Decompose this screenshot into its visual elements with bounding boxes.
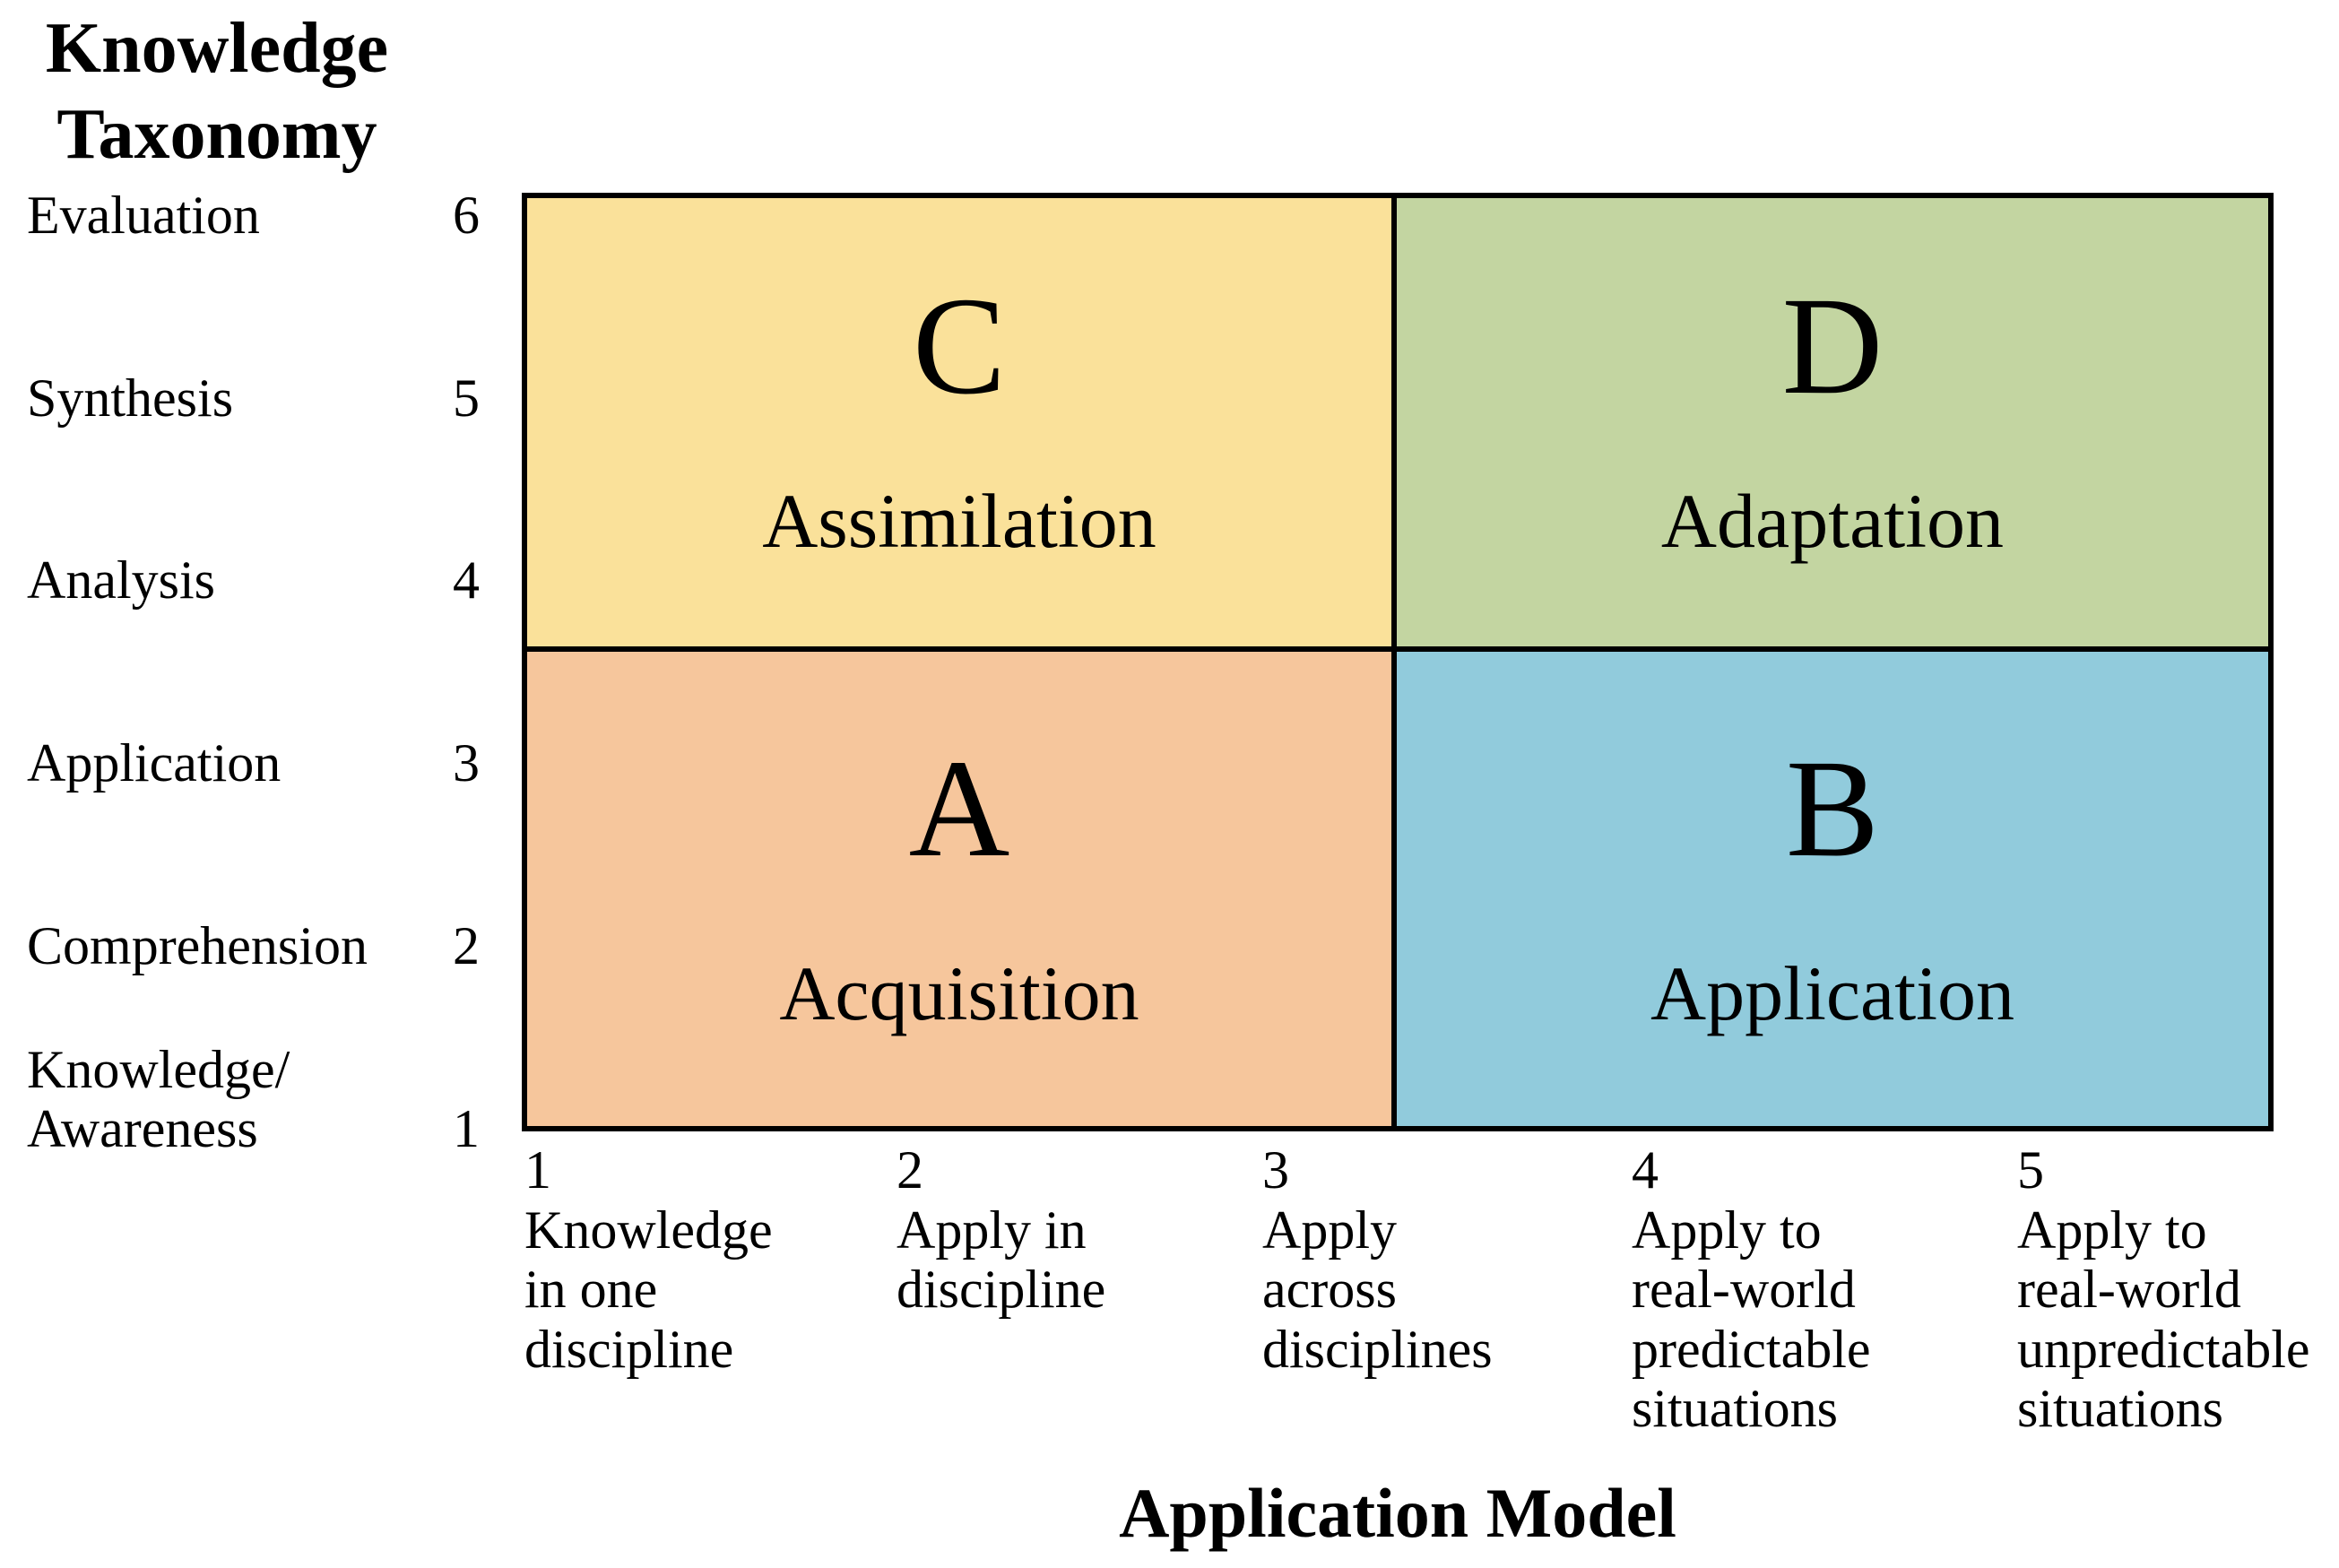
taxonomy-label: Knowledge/ Awareness [27, 1040, 290, 1158]
quadrant-name-assimilation: Assimilation [762, 478, 1157, 564]
taxonomy-label: Application [27, 733, 282, 793]
y-row-knowledge-awareness: Knowledge/ Awareness 1 [27, 1040, 480, 1158]
quadrant-name-acquisition: Acquisition [779, 949, 1139, 1036]
quadrant-a-acquisition: A Acquisition [527, 652, 1397, 1126]
y-row-evaluation: Evaluation 6 [27, 186, 480, 245]
taxonomy-label: Comprehension [27, 916, 368, 975]
taxonomy-value: 6 [453, 186, 480, 245]
y-axis-title: Knowledge Taxonomy [45, 9, 389, 174]
quadrant-d-adaptation: D Adaptation [1397, 198, 2268, 652]
x-tick-label: Apply to real-world predictable situatio… [1632, 1200, 1871, 1439]
x-tick-5: 5 Apply to real-world unpredictable situ… [2017, 1140, 2310, 1439]
quadrant-letter-a: A [908, 730, 1010, 886]
x-tick-label: Knowledge in one discipline [524, 1200, 773, 1379]
taxonomy-label: Evaluation [27, 186, 260, 245]
taxonomy-label: Analysis [27, 550, 215, 610]
taxonomy-value: 4 [453, 550, 480, 610]
taxonomy-value: 5 [453, 368, 480, 428]
x-tick-1: 1 Knowledge in one discipline [524, 1140, 773, 1379]
quadrant-name-adaptation: Adaptation [1660, 478, 2005, 564]
taxonomy-value: 2 [453, 916, 480, 975]
x-tick-value: 4 [1632, 1140, 1659, 1200]
x-tick-value: 5 [2017, 1140, 2044, 1200]
y-row-comprehension: Comprehension 2 [27, 916, 480, 975]
y-row-analysis: Analysis 4 [27, 550, 480, 610]
x-tick-4: 4 Apply to real-world predictable situat… [1632, 1140, 1871, 1439]
x-tick-value: 1 [524, 1140, 551, 1200]
taxonomy-label: Synthesis [27, 368, 234, 428]
x-axis-title: Application Model [1119, 1474, 1676, 1552]
quadrant-name-application: Application [1650, 949, 2015, 1036]
taxonomy-value: 1 [453, 1099, 480, 1158]
x-tick-value: 2 [897, 1140, 923, 1200]
x-tick-label: Apply in discipline [897, 1200, 1106, 1320]
quadrant-b-application: B Application [1397, 652, 2268, 1126]
quadrant-letter-b: B [1785, 730, 1880, 886]
taxonomy-value: 3 [453, 733, 480, 793]
y-row-synthesis: Synthesis 5 [27, 368, 480, 428]
quadrant-letter-c: C [912, 268, 1007, 423]
x-tick-value: 3 [1262, 1140, 1289, 1200]
quadrant-letter-d: D [1781, 268, 1884, 423]
quadrant-c-assimilation: C Assimilation [527, 198, 1397, 652]
x-tick-3: 3 Apply across disciplines [1262, 1140, 1493, 1379]
quadrant-grid: C Assimilation D Adaptation A Acquisitio… [522, 193, 2274, 1131]
x-tick-2: 2 Apply in discipline [897, 1140, 1105, 1320]
x-tick-label: Apply to real-world unpredictable situat… [2017, 1200, 2310, 1439]
x-tick-label: Apply across disciplines [1262, 1200, 1493, 1379]
y-row-application: Application 3 [27, 733, 480, 793]
